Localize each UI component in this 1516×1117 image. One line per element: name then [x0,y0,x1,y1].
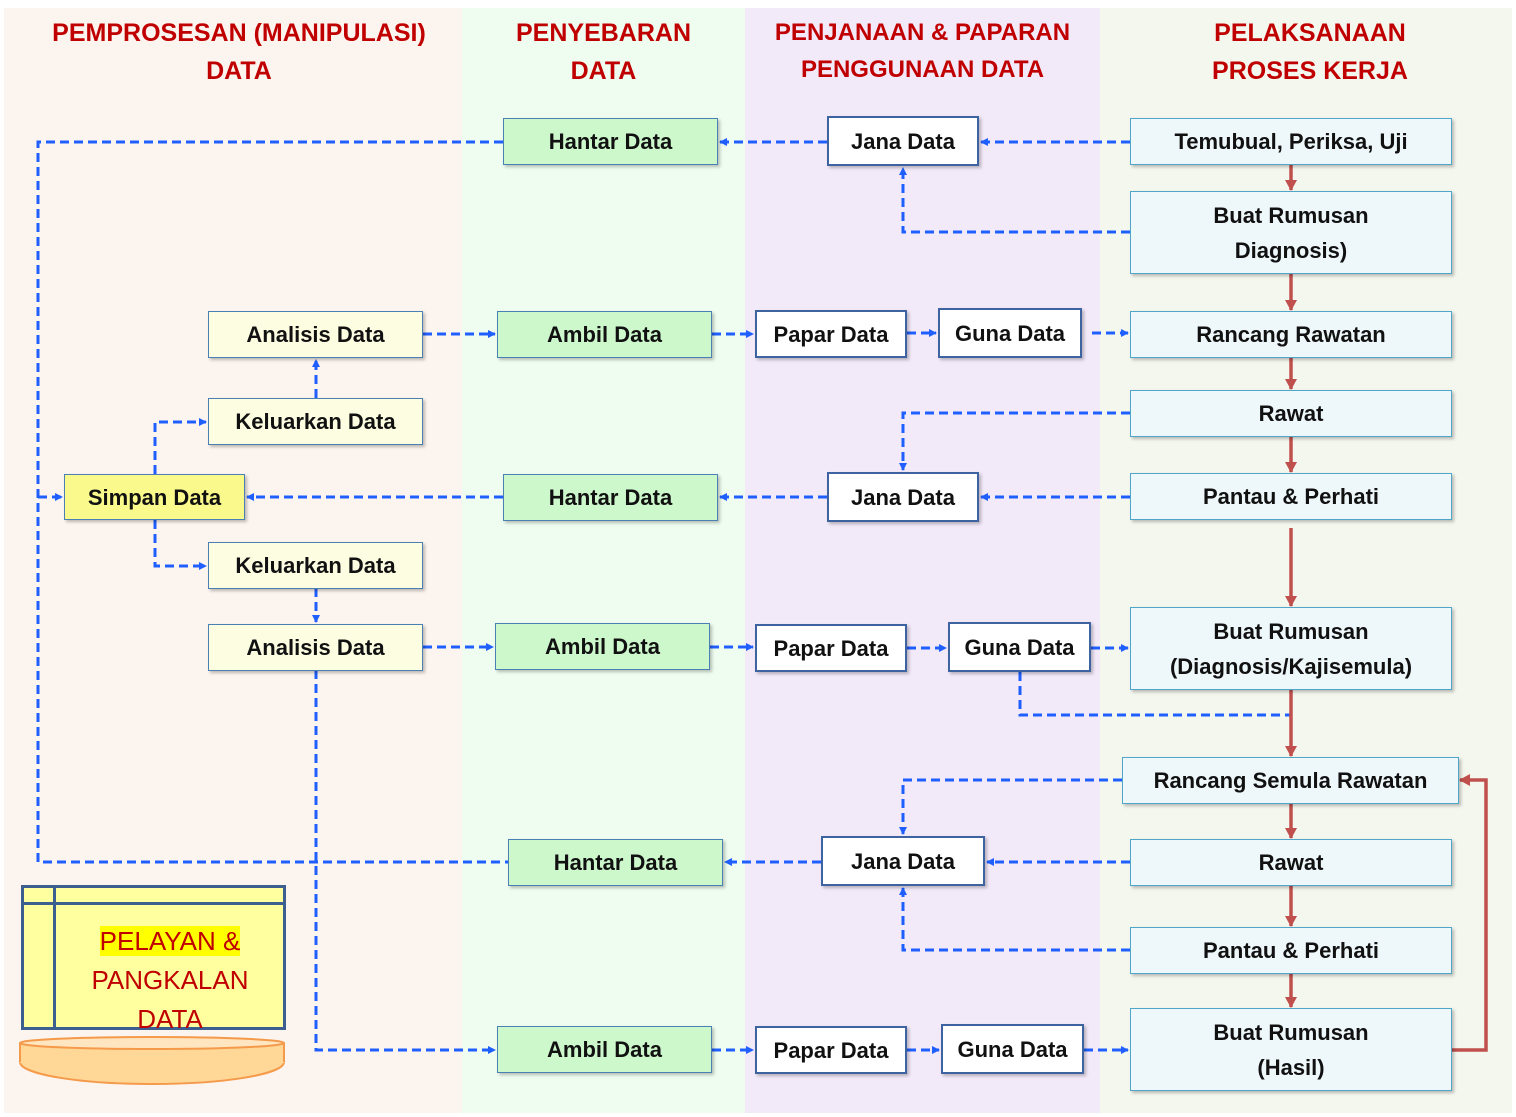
rancang-semula-rawatan[interactable]: Rancang Semula Rawatan [1122,757,1459,804]
rawat-1[interactable]: Rawat [1130,390,1452,437]
box-line: Buat Rumusan [1213,1019,1369,1045]
header-line: PROSES KERJA [1212,57,1408,85]
db-line1: PELAYAN & [55,922,285,961]
header-line: PELAKSANAAN [1214,19,1406,47]
analisis-data-1[interactable]: Analisis Data [208,311,423,358]
header-line: PEMPROSESAN (MANIPULASI) [52,19,426,47]
header-distribution: PENYEBARAN DATA [462,14,745,90]
rancang-rawatan[interactable]: Rancang Rawatan [1130,311,1452,358]
header-processing: PEMPROSESAN (MANIPULASI) DATA [4,14,474,90]
papar-data-2[interactable]: Papar Data [755,624,907,672]
flow-arrow [153,520,207,570]
hantar-data-1[interactable]: Hantar Data [503,118,718,165]
flow-arrow [899,887,1130,952]
header-line: PENGGUNAAN DATA [800,56,1045,83]
header-line: DATA [206,57,272,85]
header-line: PENJANAAN & PAPARAN [774,19,1071,46]
database-cylinder-top [19,1036,285,1050]
table-divider [24,902,283,905]
buat-rumusan-kajisemula[interactable]: Buat Rumusan (Diagnosis/Kajisemula) [1130,607,1452,690]
pantau-perhati-2[interactable]: Pantau & Perhati [1130,927,1452,974]
guna-data-2[interactable]: Guna Data [948,622,1091,672]
ambil-data-3[interactable]: Ambil Data [497,1026,712,1073]
papar-data-3[interactable]: Papar Data [755,1026,907,1074]
header-workflow: PELAKSANAAN PROSES KERJA [1110,14,1510,90]
header-line: PENYEBARAN [515,19,692,47]
papar-data-1[interactable]: Papar Data [755,310,907,358]
ambil-data-1[interactable]: Ambil Data [497,311,712,358]
box-line: Buat Rumusan [1213,618,1369,644]
pantau-perhati-1[interactable]: Pantau & Perhati [1130,473,1452,520]
database-server-icon [21,885,286,1030]
flow-arrow [153,418,207,474]
db-line1-text: PELAYAN & [99,926,241,956]
jana-data-1[interactable]: Jana Data [827,116,979,166]
column-distribution [462,8,745,1113]
flow-arrow [899,411,1130,471]
hantar-data-2[interactable]: Hantar Data [503,474,718,521]
jana-data-3[interactable]: Jana Data [821,836,985,886]
column-generation [745,8,1100,1113]
table-divider [53,888,56,1027]
flow-arrow [899,167,1130,234]
simpan-data[interactable]: Simpan Data [64,474,245,520]
flow-arrow [1018,672,1290,717]
flow-arrow [899,778,1122,835]
buat-rumusan-hasil[interactable]: Buat Rumusan (Hasil) [1130,1008,1452,1091]
guna-data-3[interactable]: Guna Data [941,1024,1084,1074]
database-label: PELAYAN & PANGKALAN DATA [55,922,285,1039]
flow-arrow [36,140,508,864]
analisis-data-2[interactable]: Analisis Data [208,624,423,671]
flow-arrow [314,670,496,1054]
box-line: (Hasil) [1257,1054,1325,1080]
keluarkan-data-1[interactable]: Keluarkan Data [208,398,423,445]
guna-data-1[interactable]: Guna Data [938,308,1082,358]
box-line: (Diagnosis/Kajisemula) [1169,653,1413,679]
db-line2: PANGKALAN [91,965,249,995]
header-generation: PENJANAAN & PAPARAN PENGGUNAAN DATA [745,14,1100,88]
rawat-2[interactable]: Rawat [1130,839,1452,886]
temubual-periksa-uji[interactable]: Temubual, Periksa, Uji [1130,118,1452,165]
loop-arrow [1452,774,1488,1052]
keluarkan-data-2[interactable]: Keluarkan Data [208,542,423,589]
hantar-data-3[interactable]: Hantar Data [508,839,723,886]
box-line: Diagnosis) [1234,237,1348,263]
ambil-data-2[interactable]: Ambil Data [495,623,710,670]
jana-data-2[interactable]: Jana Data [827,472,979,522]
header-line: DATA [570,57,637,85]
box-line: Buat Rumusan [1213,202,1369,228]
db-line3: DATA [137,1004,203,1034]
